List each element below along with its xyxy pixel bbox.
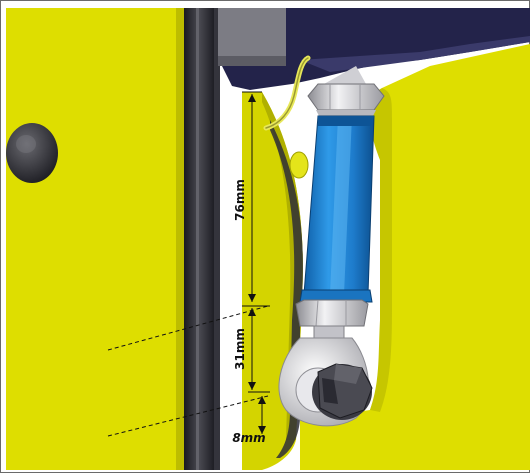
dimension-label-lower: 8mm bbox=[232, 431, 265, 445]
shock-absorber-body bbox=[303, 115, 375, 295]
right-panel-curve bbox=[369, 88, 392, 412]
hex-bolt-icon bbox=[312, 363, 373, 420]
dimension-label-upper: 76mm bbox=[233, 179, 247, 221]
dimension-76mm: 76mm bbox=[233, 91, 262, 302]
shock-lower-collar bbox=[299, 289, 373, 303]
navy-chassis-highlight bbox=[300, 36, 530, 72]
dimension-31mm: 31mm bbox=[233, 305, 270, 393]
yellow-wire-shadow bbox=[265, 57, 309, 129]
right-panel bbox=[300, 44, 530, 470]
bracket-boss bbox=[289, 151, 309, 179]
rod-end-neck bbox=[313, 325, 345, 339]
frame-rail bbox=[184, 8, 220, 470]
dimension-8mm: 8mm bbox=[232, 396, 266, 445]
lower-nut bbox=[295, 299, 369, 327]
left-panel bbox=[6, 8, 184, 470]
top-gray-block-shade bbox=[218, 56, 286, 66]
hex-nut-icon bbox=[307, 83, 385, 118]
left-panel-edge bbox=[176, 8, 184, 470]
dimension-label-middle: 31mm bbox=[233, 328, 247, 370]
round-knob-icon bbox=[6, 123, 58, 183]
